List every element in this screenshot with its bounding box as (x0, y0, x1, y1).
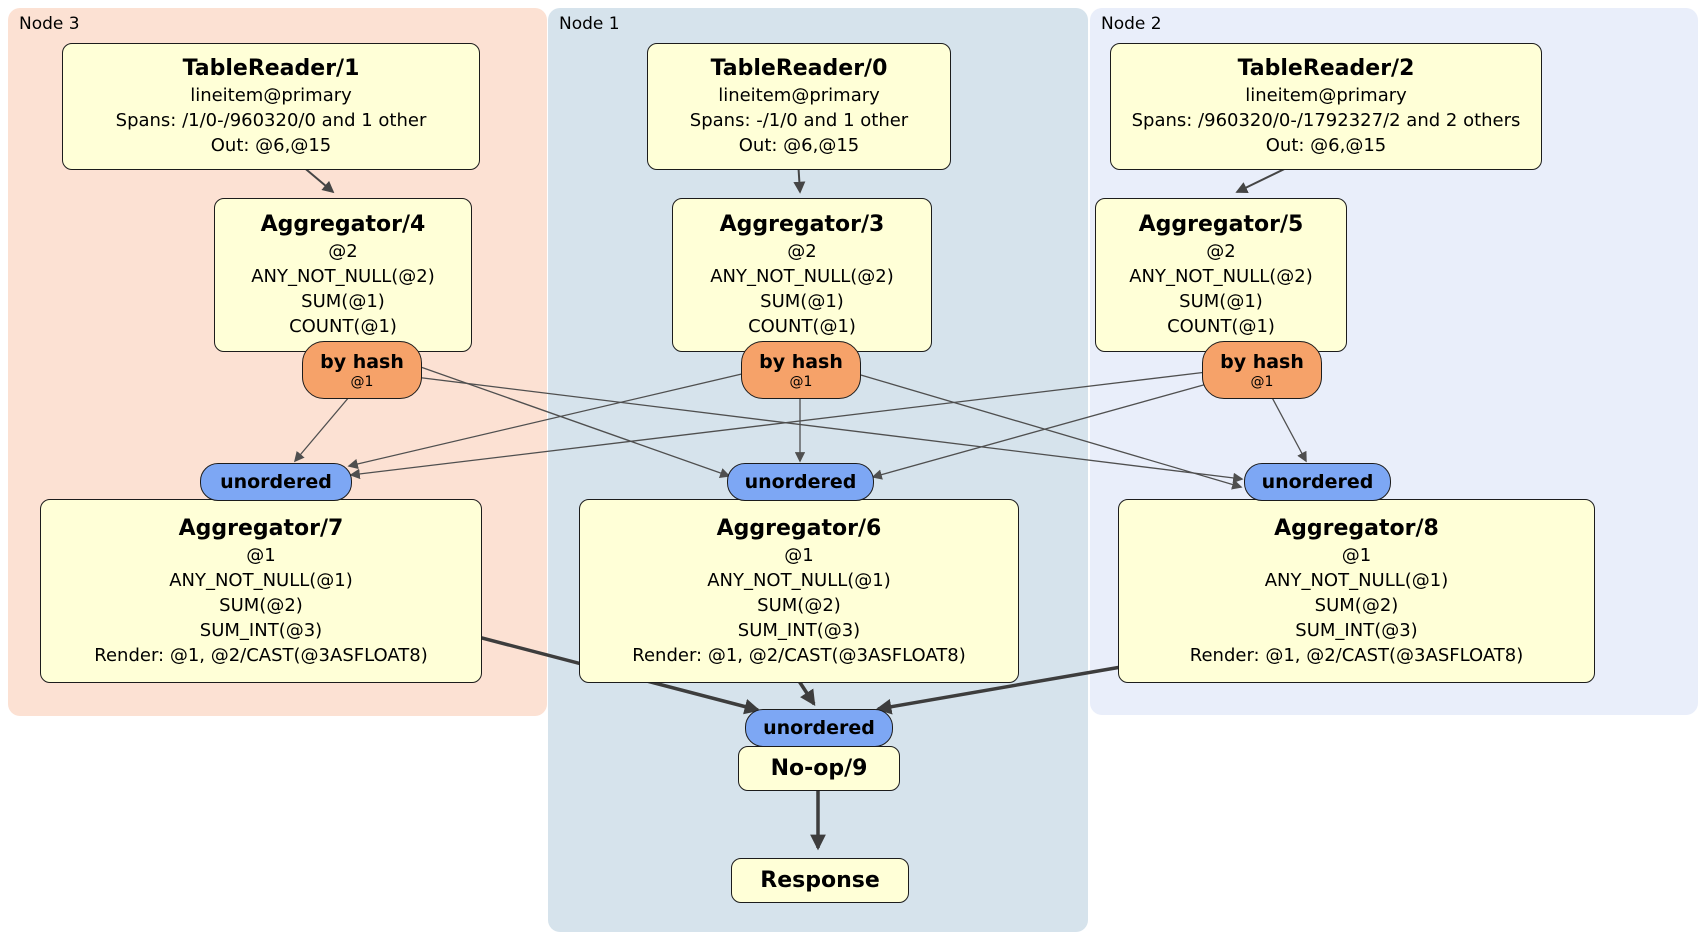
tablereader-1-box: TableReader/1 lineitem@primary Spans: /1… (62, 43, 480, 170)
box-line: @1 (784, 544, 814, 566)
stream-label: unordered (220, 471, 332, 493)
box-line: COUNT(@1) (1167, 316, 1275, 337)
stream-label: unordered (1261, 471, 1374, 493)
aggregator-5-box: Aggregator/5 @2 ANY_NOT_NULL(@2) SUM(@1)… (1095, 198, 1347, 352)
box-line: ANY_NOT_NULL(@1) (1264, 569, 1449, 591)
box-line: SUM_INT(@3) (199, 619, 323, 641)
router-by-hash-node1: by hash @1 (741, 341, 861, 399)
tablereader-0-box: TableReader/0 lineitem@primary Spans: -/… (647, 43, 951, 170)
stream-unordered-node1: unordered (727, 463, 874, 501)
box-line: SUM(@1) (301, 291, 385, 312)
box-line: ANY_NOT_NULL(@1) (169, 569, 353, 591)
box-line: ANY_NOT_NULL(@2) (1129, 266, 1313, 287)
box-title: Aggregator/5 (1138, 212, 1304, 237)
router-label: by hash (320, 350, 404, 373)
stream-unordered-node3: unordered (200, 463, 352, 501)
box-line: @1 (1341, 544, 1372, 566)
box-line: ANY_NOT_NULL(@1) (707, 569, 891, 591)
stream-label: unordered (763, 717, 875, 739)
aggregator-7-box: Aggregator/7 @1 ANY_NOT_NULL(@1) SUM(@2)… (40, 499, 482, 683)
box-line: ANY_NOT_NULL(@2) (251, 266, 435, 287)
cluster-label: Node 2 (1101, 14, 1162, 34)
router-detail: @1 (789, 373, 813, 390)
aggregator-8-box: Aggregator/8 @1 ANY_NOT_NULL(@1) SUM(@2)… (1118, 499, 1595, 683)
box-line: Out: @6,@15 (1265, 135, 1387, 156)
box-line: @2 (1206, 241, 1236, 262)
box-line: SUM(@1) (1179, 291, 1263, 312)
router-detail: @1 (350, 373, 374, 390)
router-by-hash-node2: by hash @1 (1202, 341, 1322, 399)
box-line: Render: @1, @2/CAST(@3ASFLOAT8) (94, 644, 428, 666)
box-line: Out: @6,@15 (738, 135, 860, 156)
box-title: Aggregator/4 (260, 212, 426, 237)
box-line: SUM(@1) (760, 291, 844, 312)
box-line: @1 (246, 544, 276, 566)
box-title: Response (760, 867, 880, 893)
box-line: Render: @1, @2/CAST(@3ASFLOAT8) (1189, 644, 1524, 666)
box-title: Aggregator/6 (716, 515, 882, 541)
box-line: SUM(@2) (757, 594, 841, 616)
aggregator-3-box: Aggregator/3 @2 ANY_NOT_NULL(@2) SUM(@1)… (672, 198, 932, 352)
box-line: Spans: -/1/0 and 1 other (689, 110, 909, 131)
box-line: Render: @1, @2/CAST(@3ASFLOAT8) (632, 644, 966, 666)
box-title: Aggregator/3 (719, 212, 885, 237)
box-line: lineitem@primary (718, 85, 880, 106)
stream-unordered-node2: unordered (1244, 463, 1391, 501)
stream-unordered-final: unordered (745, 709, 893, 747)
box-title: TableReader/0 (710, 56, 888, 81)
router-by-hash-node3: by hash @1 (302, 341, 422, 399)
box-title: Aggregator/8 (1274, 515, 1439, 541)
box-title: TableReader/1 (182, 56, 360, 81)
aggregator-6-box: Aggregator/6 @1 ANY_NOT_NULL(@1) SUM(@2)… (579, 499, 1019, 683)
box-line: @2 (787, 241, 817, 262)
cluster-label: Node 3 (19, 14, 80, 34)
tablereader-2-box: TableReader/2 lineitem@primary Spans: /9… (1110, 43, 1542, 170)
response-box: Response (731, 858, 909, 903)
box-line: lineitem@primary (1245, 85, 1407, 106)
aggregator-4-box: Aggregator/4 @2 ANY_NOT_NULL(@2) SUM(@1)… (214, 198, 472, 352)
box-title: No-op/9 (770, 755, 868, 781)
box-title: Aggregator/7 (178, 515, 344, 541)
router-label: by hash (759, 350, 843, 373)
box-line: @2 (328, 241, 358, 262)
cluster-label: Node 1 (559, 14, 620, 34)
box-line: Out: @6,@15 (210, 135, 332, 156)
box-line: COUNT(@1) (289, 316, 397, 337)
router-label: by hash (1220, 350, 1304, 373)
box-line: Spans: /960320/0-/1792327/2 and 2 others (1131, 110, 1521, 131)
box-line: SUM_INT(@3) (1295, 619, 1418, 641)
box-line: ANY_NOT_NULL(@2) (710, 266, 894, 287)
box-line: SUM_INT(@3) (737, 619, 861, 641)
box-line: lineitem@primary (190, 85, 352, 106)
router-detail: @1 (1250, 373, 1274, 390)
box-line: Spans: /1/0-/960320/0 and 1 other (115, 110, 427, 131)
box-title: TableReader/2 (1237, 56, 1415, 81)
box-line: SUM(@2) (219, 594, 303, 616)
noop-9-box: No-op/9 (738, 746, 900, 791)
box-line: SUM(@2) (1314, 594, 1399, 616)
stream-label: unordered (744, 471, 857, 493)
box-line: COUNT(@1) (748, 316, 856, 337)
